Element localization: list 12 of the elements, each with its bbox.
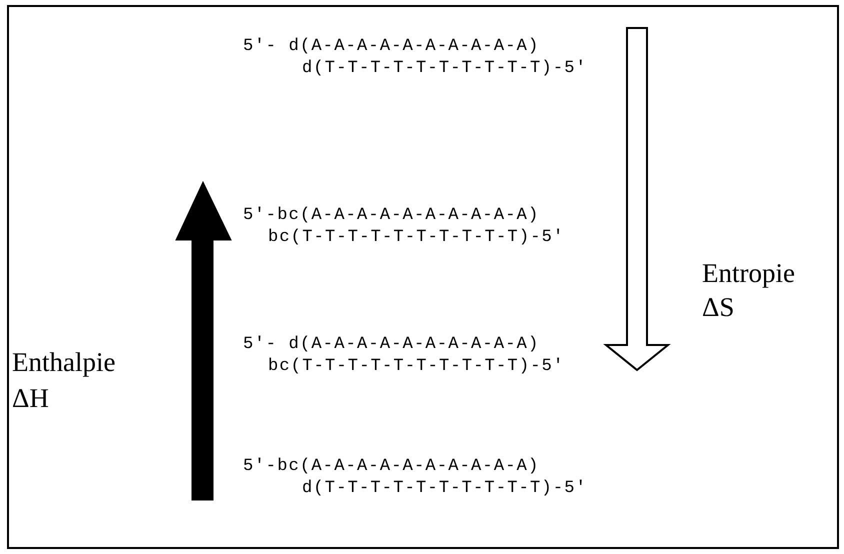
sequence-text: d(T-T-T-T-T-T-T-T-T-T)-5' <box>302 479 588 499</box>
quantity-label: Enthalpie <box>12 346 116 378</box>
quantity-label: Entropie <box>702 257 795 289</box>
sequence-text: bc(T-T-T-T-T-T-T-T-T-T)-5' <box>268 228 564 248</box>
sequence-text: 5'-bc(A-A-A-A-A-A-A-A-A-A) <box>243 206 540 226</box>
symbol-label: ΔH <box>12 382 49 414</box>
sequence-text: bc(T-T-T-T-T-T-T-T-T-T)-5' <box>268 357 564 377</box>
sequence-text: 5'- d(A-A-A-A-A-A-A-A-A-A) <box>243 335 540 355</box>
symbol-label: ΔS <box>702 291 734 323</box>
sequence-text: 5'-bc(A-A-A-A-A-A-A-A-A-A) <box>243 457 540 477</box>
sequence-text: d(T-T-T-T-T-T-T-T-T-T)-5' <box>302 59 588 79</box>
sequence-text: 5'- d(A-A-A-A-A-A-A-A-A-A) <box>243 37 540 57</box>
